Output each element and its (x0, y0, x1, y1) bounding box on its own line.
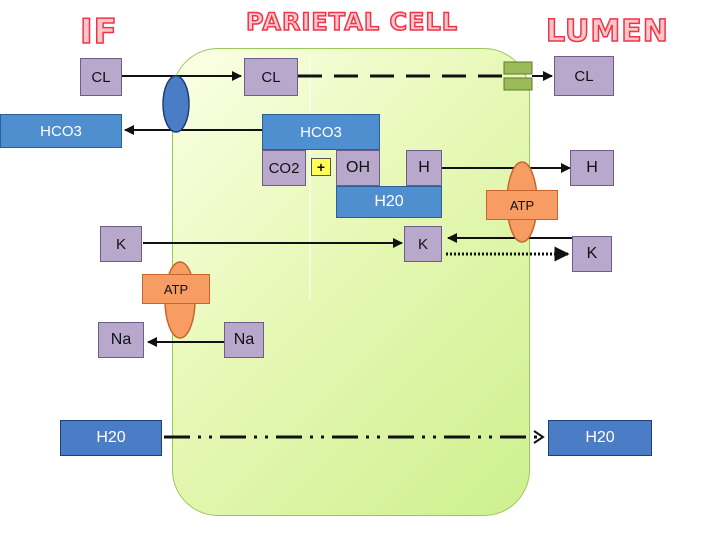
h2o-cell-box: H20 (336, 186, 442, 218)
h-cell-box: H (406, 150, 442, 186)
k-if-box: K (100, 226, 142, 262)
na-cell-box: Na (224, 322, 264, 358)
atp-basal-box: ATP (142, 274, 210, 304)
atp-apical-box: ATP (486, 190, 558, 220)
cl-hco3-exchanger (162, 75, 190, 133)
lumen-title: LUMEN (545, 13, 669, 50)
na-if-box: Na (98, 322, 144, 358)
k-lumen-box: K (572, 236, 612, 272)
parietal-cell-title: PARIETAL CELL (245, 7, 459, 37)
cl-lumen-box: CL (554, 56, 614, 96)
k-cell-box: K (404, 226, 442, 262)
cl-cell-box: CL (244, 58, 298, 96)
h2o-if-box: H20 (60, 420, 162, 456)
oh-box: OH (336, 150, 380, 186)
cl-channel-top (503, 61, 533, 75)
hco3-if-box: HCO3 (0, 114, 122, 148)
h2o-arrowhead (533, 430, 545, 444)
cl-if-box: CL (80, 58, 122, 96)
cl-channel-bottom (503, 77, 533, 91)
h2o-lumen-box: H20 (548, 420, 652, 456)
h-lumen-box: H (570, 150, 614, 186)
if-title: IF (79, 11, 118, 53)
hco3-cell-box: HCO3 (262, 114, 380, 150)
co2-box: CO2 (262, 150, 306, 186)
plus-sign: + (311, 158, 331, 176)
